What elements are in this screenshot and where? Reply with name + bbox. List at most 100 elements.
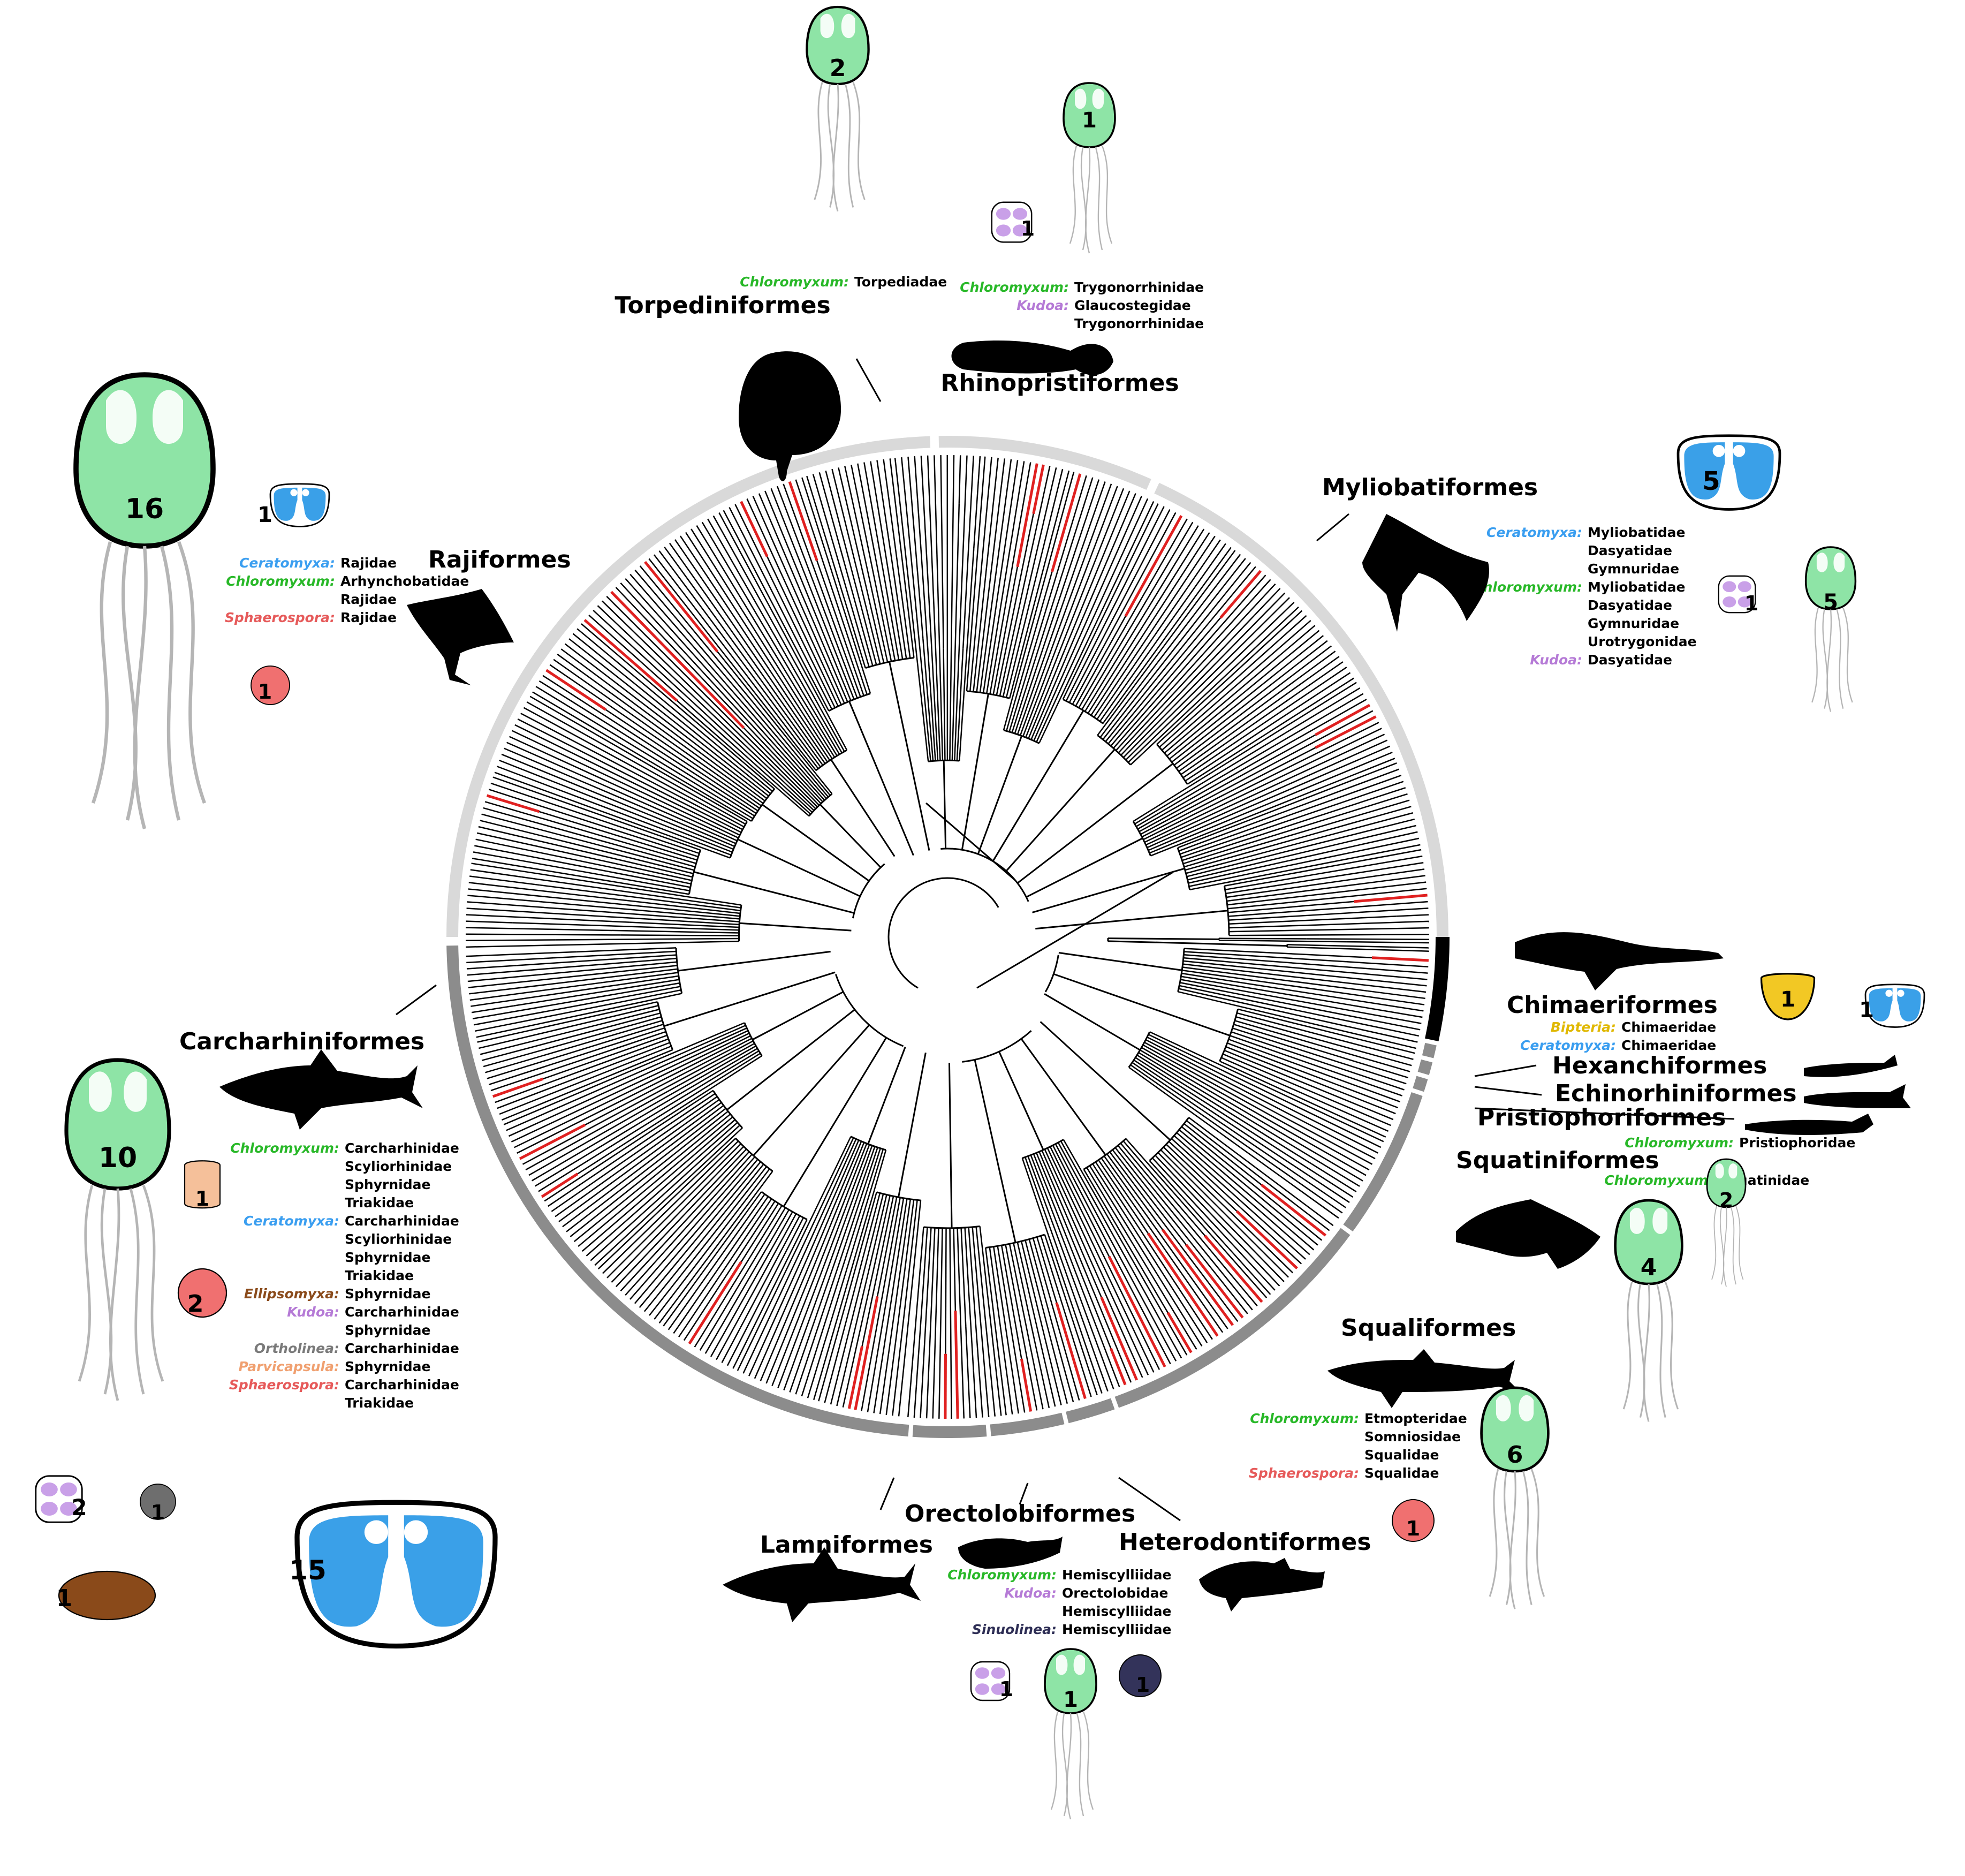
tree-branch (923, 515, 939, 761)
tree-branch (1019, 603, 1069, 736)
tree-branch (587, 982, 680, 1000)
tree-leaf (965, 1326, 971, 1419)
tree-branch (723, 619, 826, 764)
host-family-label: Myliobatidae (1588, 579, 1686, 595)
tree-branch (874, 1197, 901, 1338)
tree-branch (1044, 1149, 1119, 1309)
parasite-genus-label: Chloromyxum: (740, 274, 849, 290)
tree-leaf (1013, 1381, 1019, 1414)
tree-leaf (718, 512, 766, 599)
tree-branch (956, 648, 964, 761)
tree-branch (976, 511, 999, 692)
tree-leaf (1182, 532, 1210, 574)
ceratomyxa-spore-icon (1864, 984, 1925, 1028)
host-branch-highlight (740, 501, 769, 557)
tree-branch (1024, 1156, 1075, 1297)
chloromyxum-spore-icon (1482, 1388, 1549, 1609)
tree-leaf (586, 1170, 684, 1257)
tree-leaf (1285, 1085, 1389, 1132)
tree-leaf (581, 623, 667, 698)
tree-branch (1235, 1016, 1374, 1056)
tree-branch (1161, 675, 1248, 751)
tree-branch (694, 1191, 762, 1284)
tree-branch (828, 1149, 887, 1349)
tree-leaf (1311, 1208, 1334, 1227)
tree-branch (651, 781, 743, 830)
tree-leaf (901, 457, 920, 640)
ring-segment-torpediniformes (735, 436, 931, 494)
tree-leaf (634, 1221, 705, 1304)
tree-leaf (1396, 914, 1429, 917)
tree-leaf (771, 1312, 802, 1386)
tree-arc (1022, 1139, 1064, 1159)
host-family-label: Trygonorrhinidae (1074, 279, 1204, 295)
tree-branch (828, 1147, 878, 1295)
tree-branch (829, 1149, 884, 1325)
tree-branch (558, 965, 678, 979)
tree-leaf (765, 1229, 830, 1384)
tree-branch (740, 1215, 801, 1328)
tree-branch (1046, 1147, 1098, 1254)
tree-leaf (867, 1321, 884, 1412)
tree-branch (642, 1110, 729, 1179)
tree-branch (1062, 551, 1136, 700)
parasite-genus-label: Sphaerospora: (225, 610, 335, 625)
tree-arc (735, 1138, 773, 1172)
tree-branch (533, 1049, 673, 1108)
tree-leaf (1034, 1341, 1050, 1409)
tree-branch (1099, 635, 1179, 738)
tree-arc (834, 974, 904, 1047)
tree-branch (1000, 1245, 1022, 1359)
host-branch-highlight (1100, 1296, 1138, 1381)
tree-branch (959, 548, 975, 761)
host-branch-highlight (944, 1353, 947, 1419)
tree-branch (578, 773, 737, 844)
tree-leaf (1309, 978, 1427, 993)
tree-branch (739, 922, 852, 932)
tree-branch (604, 841, 696, 868)
tree-leaf (960, 455, 968, 609)
bramble-shark-icon (1804, 1084, 1911, 1108)
spore-count: 5 (1702, 466, 1720, 496)
spore-count: 5 (1823, 590, 1838, 615)
tree-leaf (1150, 535, 1216, 633)
tree-leaf (748, 1318, 776, 1376)
tree-branch (532, 872, 742, 906)
tree-leaf (1159, 543, 1226, 637)
tree-branch (701, 1168, 770, 1258)
tree-branch (1006, 571, 1053, 731)
tree-branch (1096, 581, 1193, 720)
order-labels: Torpediniformes Rhinopristiformes Myliob… (179, 292, 1797, 1559)
tree-branch (570, 1027, 665, 1059)
tree-leaf (934, 455, 938, 555)
host-branch-highlight (1204, 1235, 1263, 1303)
spore-icons: 2 1 1 5 1 5 16 1 1 1 1 2 4 6 1 (35, 7, 1925, 1820)
tree-leaf (1084, 1248, 1143, 1378)
tree-branch (1005, 1244, 1031, 1376)
tree-leaf (838, 467, 868, 590)
tree-leaf (480, 820, 573, 844)
tree-branch (697, 1198, 772, 1308)
tree-branch (1110, 617, 1222, 747)
tree-branch (621, 665, 773, 792)
tree-leaf (1273, 682, 1357, 735)
tree-leaf (975, 456, 986, 568)
tree-leaf (466, 907, 586, 917)
tree-branch (720, 1207, 786, 1315)
tree-branch (717, 651, 833, 795)
tree-branch (1144, 1041, 1298, 1125)
tree-branch (951, 503, 960, 761)
host-branch-highlight (1109, 1348, 1127, 1386)
spore-count: 15 (289, 1555, 327, 1586)
tree-branch (1225, 875, 1303, 891)
tree-branch (1089, 1165, 1131, 1231)
tree-leaf (993, 457, 999, 494)
tree-leaf (466, 933, 621, 936)
tree-branch (1141, 1047, 1263, 1117)
tree-branch (1160, 1149, 1231, 1220)
tree-branch (1081, 551, 1176, 710)
tree-branch (1065, 623, 1106, 701)
tree-branch (1228, 925, 1299, 929)
tree-branch (820, 536, 871, 694)
tree-leaf (1300, 787, 1406, 823)
